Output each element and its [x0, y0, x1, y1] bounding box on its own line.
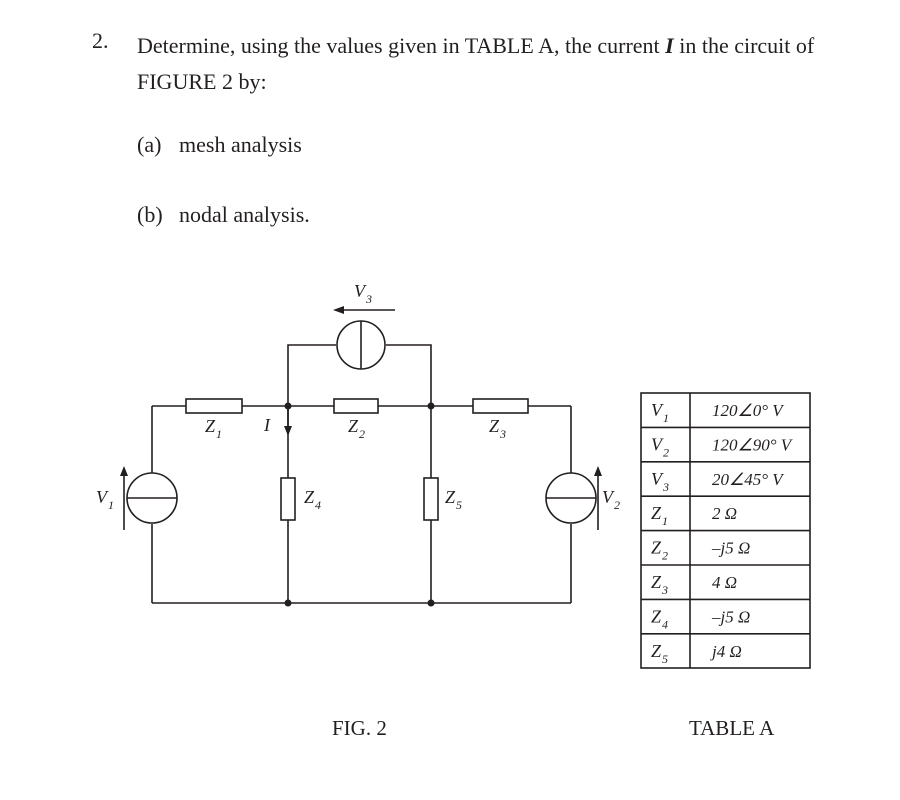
- label-v3: V3: [354, 281, 372, 306]
- table-row-value: 20∠45° V: [712, 470, 785, 489]
- table-row-value: 120∠0° V: [712, 401, 785, 420]
- v2-arrow-head: [594, 466, 602, 476]
- table-row-value: j4 Ω: [710, 642, 742, 661]
- table-row-value: –j5 Ω: [711, 607, 750, 626]
- label-current: I: [263, 415, 271, 435]
- v3-bridge-wire: [287, 344, 432, 406]
- current-arrow-head: [284, 426, 292, 436]
- part-a-label: (a): [137, 132, 162, 157]
- junction-dot: [427, 402, 435, 410]
- table-row-symbol: V1: [651, 400, 669, 425]
- label-z4: Z4: [304, 487, 321, 512]
- question-text: Determine, using the values given in TAB…: [137, 28, 827, 100]
- v1-arrow-head: [120, 466, 128, 476]
- resistor-z2: [333, 398, 379, 414]
- table-row-symbol: Z4: [651, 606, 668, 631]
- label-v1: V1: [96, 487, 114, 512]
- part-b-label: (b): [137, 202, 163, 227]
- label-z1: Z1: [205, 416, 222, 441]
- table-row-value: 4 Ω: [712, 573, 737, 592]
- label-v2: V2: [602, 487, 620, 512]
- resistor-z4: [280, 477, 296, 521]
- resistor-z3: [472, 398, 529, 414]
- part-b-text: nodal analysis.: [179, 202, 310, 227]
- table-row-symbol: V3: [651, 469, 669, 494]
- junction-dot: [427, 599, 435, 607]
- table-row-value: –j5 Ω: [711, 539, 750, 558]
- part-b: (b) nodal analysis.: [137, 202, 310, 228]
- table-row-value: 2 Ω: [712, 504, 737, 523]
- junction-dot: [284, 402, 292, 410]
- question-intro-after: in the circuit of FIGURE 2 by:: [137, 33, 815, 94]
- table-row-symbol: V2: [651, 434, 669, 459]
- figure-caption: FIG. 2: [332, 716, 387, 740]
- part-a: (a) mesh analysis: [137, 132, 302, 158]
- label-z3: Z3: [489, 416, 506, 441]
- table-row-symbol: Z5: [651, 641, 668, 666]
- resistor-z1: [185, 398, 243, 414]
- table-row-symbol: Z2: [651, 538, 668, 563]
- table-a: V1 120∠0° V V2 120∠90° V V3 20∠45° V Z1 2 Ω Z2 –j…: [640, 392, 811, 669]
- table-row-value: 120∠90° V: [712, 435, 794, 454]
- part-a-text: mesh analysis: [179, 132, 302, 157]
- table-caption: TABLE A: [689, 716, 775, 740]
- question-intro-before: Determine, using the values given in TAB…: [137, 33, 666, 58]
- question-number: 2.: [92, 28, 109, 53]
- v3-arrow-head: [333, 306, 344, 314]
- current-symbol: I: [665, 33, 674, 58]
- resistor-z5: [423, 477, 439, 521]
- junction-dot: [284, 599, 292, 607]
- label-z2: Z2: [348, 416, 365, 441]
- table-row-symbol: Z3: [651, 572, 668, 597]
- table-row-symbol: Z1: [651, 503, 668, 528]
- label-z5: Z5: [445, 487, 462, 512]
